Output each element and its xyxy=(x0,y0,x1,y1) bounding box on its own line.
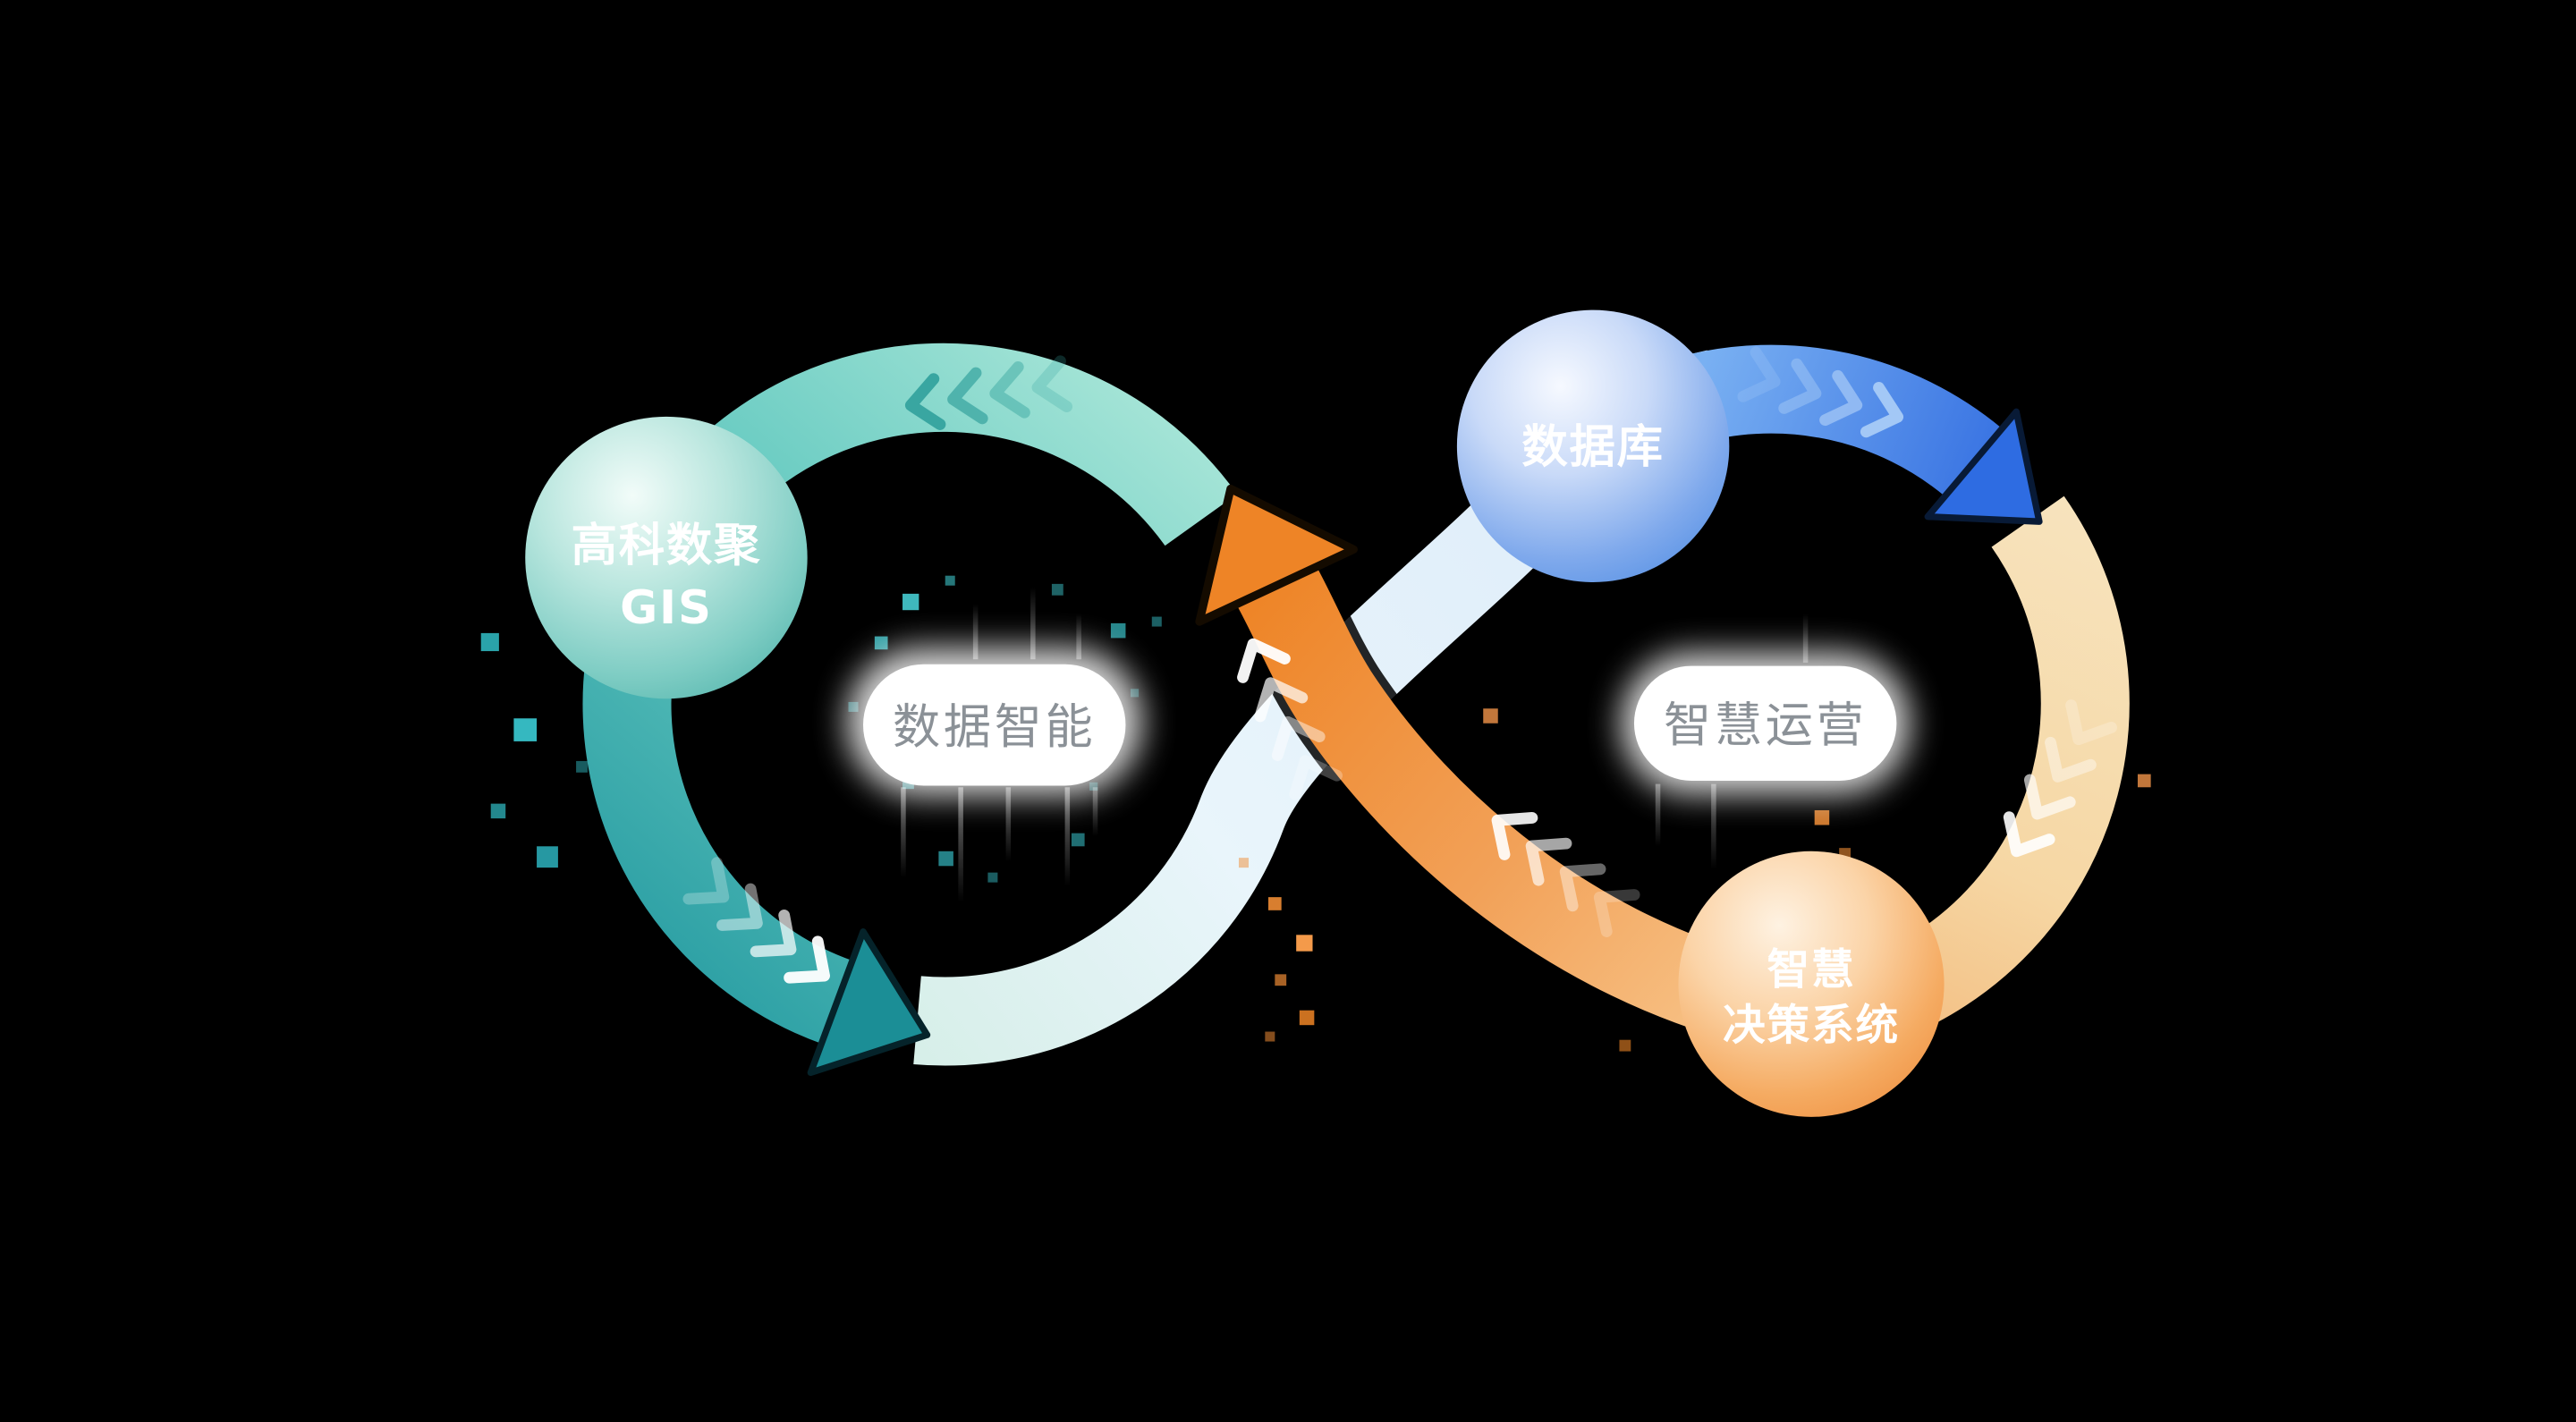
particle-dot xyxy=(987,872,998,883)
streak xyxy=(1076,613,1081,660)
particle-dot xyxy=(2137,774,2151,788)
particle-dot xyxy=(1071,833,1085,847)
streak xyxy=(1092,787,1098,837)
streak xyxy=(1030,587,1036,660)
particle-field xyxy=(480,575,2151,1052)
particle-dot xyxy=(1110,622,1126,639)
sphere-body xyxy=(525,416,808,699)
pill-background xyxy=(863,664,1126,786)
particle-dot xyxy=(938,851,953,867)
sphere-body xyxy=(1678,851,1945,1117)
particle-dot xyxy=(1619,1039,1631,1052)
stage-pill-right: 智慧运营 xyxy=(1621,652,1911,794)
stage-label-right: 智慧运营 xyxy=(1664,698,1867,753)
particle-dot xyxy=(1238,858,1249,868)
particle-dot xyxy=(1814,809,1830,825)
gis-label-line1: 高科数聚 xyxy=(572,519,762,572)
particle-dot xyxy=(1267,897,1282,910)
blue-arrow-arc xyxy=(1676,344,2003,497)
stage-label-left: 数据智能 xyxy=(893,699,1096,755)
database-sphere: 数据库 xyxy=(1456,309,1730,583)
light-streaks xyxy=(901,587,1809,902)
particle-dot xyxy=(874,636,888,650)
streak xyxy=(1064,787,1071,886)
gis-label-line2: GIS xyxy=(620,581,713,635)
particle-dot xyxy=(945,575,955,586)
particle-dot xyxy=(1151,616,1162,627)
database-label: 数据库 xyxy=(1521,420,1665,474)
decision-label-line1: 智慧 xyxy=(1767,945,1856,995)
particle-dot xyxy=(902,593,919,611)
particle-dot xyxy=(576,760,588,773)
orange-arrow-shaft xyxy=(1237,564,1776,1047)
streak xyxy=(1802,613,1809,663)
pill-background xyxy=(1633,665,1897,781)
particle-dot xyxy=(480,632,499,652)
particle-dot xyxy=(1265,1031,1275,1042)
particle-dot xyxy=(1299,1010,1315,1026)
blue-arrowhead xyxy=(1924,408,2043,525)
stage-pill-left: 数据智能 xyxy=(846,648,1142,796)
streak xyxy=(901,787,906,878)
decision-label-line2: 决策系统 xyxy=(1723,1002,1900,1051)
particle-dot xyxy=(537,846,558,868)
particle-dot xyxy=(513,718,538,741)
streak xyxy=(958,787,963,902)
streak xyxy=(1711,783,1716,869)
particle-dot xyxy=(490,803,506,819)
streak xyxy=(1655,783,1661,847)
streak xyxy=(972,603,979,660)
teal-arrowhead xyxy=(807,927,931,1077)
gis-sphere: 高科数聚 GIS xyxy=(525,416,808,699)
particle-dot xyxy=(1483,708,1498,724)
infinity-loop xyxy=(582,343,2130,1077)
streak xyxy=(1005,787,1012,861)
sphere-body xyxy=(1456,309,1730,583)
decision-sphere: 智慧 决策系统 xyxy=(1678,851,1945,1117)
particle-dot xyxy=(1296,935,1313,952)
particle-dot xyxy=(1051,583,1063,596)
particle-dot xyxy=(1275,974,1287,986)
orange-arrowhead xyxy=(1195,484,1358,626)
